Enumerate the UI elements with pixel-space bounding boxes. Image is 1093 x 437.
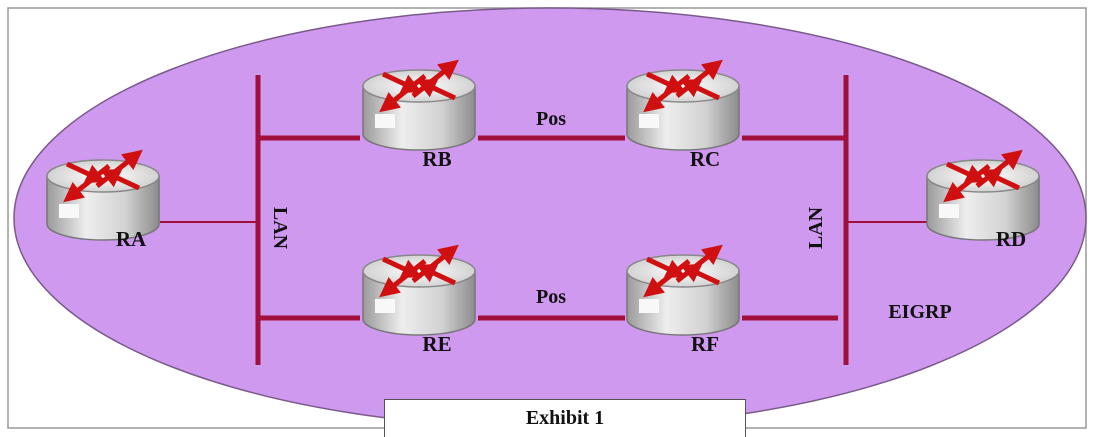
router-rd-label: RD	[996, 227, 1026, 251]
lan-label-right: LAN	[805, 206, 827, 249]
router-rf-label: RF	[691, 332, 719, 356]
link-label-bottom-pos: Pos	[536, 286, 566, 308]
router-rd[interactable]: RD	[927, 156, 1039, 251]
router-rc-label: RC	[690, 147, 720, 171]
router-rc[interactable]: RC	[627, 66, 739, 171]
protocol-label: EIGRP	[888, 301, 951, 323]
router-rb[interactable]: RB	[363, 66, 475, 171]
router-re-label: RE	[422, 332, 451, 356]
router-ra[interactable]: RA	[47, 156, 159, 251]
router-re[interactable]: RE	[363, 251, 475, 356]
eigrp-area	[13, 7, 1087, 429]
router-rb-label: RB	[422, 147, 451, 171]
exhibit-caption: Exhibit 1	[384, 399, 746, 437]
links	[160, 75, 930, 365]
router-ra-label: RA	[116, 227, 147, 251]
router-rf[interactable]: RF	[627, 251, 739, 356]
lan-label-left: LAN	[269, 207, 291, 250]
link-label-top-pos: Pos	[536, 108, 566, 130]
